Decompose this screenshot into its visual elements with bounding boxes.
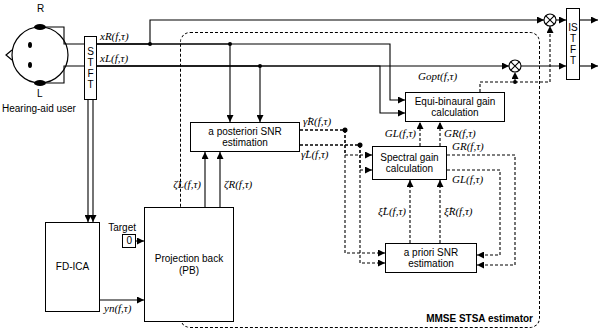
signal-connector	[100, 299, 144, 300]
signal-connector	[439, 180, 440, 243]
multiplier-cross	[546, 16, 554, 24]
node-text: STFT	[86, 46, 96, 90]
multipliers	[509, 14, 556, 72]
node-text: Projection back (PB)	[148, 253, 230, 276]
region-title: MMSE STSA estimator	[426, 313, 533, 325]
node-text: Spectral gain calculation	[376, 152, 443, 175]
signal-connector	[97, 44, 230, 122]
head-illustration	[6, 24, 68, 86]
multiplier-symbol	[544, 14, 556, 26]
signal-label: xL(f,τ)	[100, 52, 128, 64]
node-text: Target	[108, 222, 136, 234]
signal-label: GL(f,τ)	[385, 127, 416, 139]
signal-connector	[300, 145, 372, 170]
signal-label: GR(f,τ)	[444, 127, 476, 139]
process-box: a priori SNR estimation	[385, 243, 477, 273]
target-index-box: Target0	[104, 222, 136, 248]
istft-box: ISTFT	[566, 8, 580, 80]
junction-dot	[513, 80, 517, 84]
output-wire	[580, 65, 598, 66]
signal-label: ξ̂R(f,τ)	[444, 205, 473, 217]
process-box: Equi-binaural gain calculation	[405, 92, 505, 122]
signal-label: ξ̂L(f,τ)	[378, 205, 406, 217]
right-ear-aid	[34, 24, 46, 30]
signal-label: γ̂L(f,τ)	[301, 148, 329, 160]
nose	[6, 50, 12, 60]
part-label: L	[37, 88, 43, 100]
part-label: Hearing-aid user	[2, 103, 76, 115]
signal-label: GR(f,τ)	[452, 140, 484, 152]
signal-connector	[219, 152, 220, 207]
signal-connector	[439, 122, 440, 146]
signal-label: ζR(f,τ)	[224, 178, 252, 190]
wire	[46, 66, 84, 83]
wire	[521, 65, 566, 66]
eye	[28, 62, 32, 68]
signal-connector	[92, 100, 93, 222]
stft-box: STFT	[84, 36, 97, 100]
process-box: Spectral gain calculation	[372, 146, 447, 180]
node-text: FD-ICA	[56, 261, 89, 273]
process-box: FD-ICA	[45, 222, 100, 312]
left-ear-aid	[34, 80, 46, 86]
signal-connector	[136, 240, 144, 241]
node-text: Equi-binaural gain calculation	[409, 96, 501, 119]
wire	[556, 19, 566, 20]
node-text: ISTFT	[568, 22, 578, 66]
output-wire	[580, 19, 598, 20]
signal-connector	[419, 122, 420, 146]
signal-wires	[46, 20, 598, 92]
signal-label: γ̂R(f,τ)	[303, 115, 331, 127]
signal-label: Gopt(f,τ)	[418, 70, 457, 82]
signal-label: ζL(f,τ)	[173, 178, 201, 190]
signal-connector	[97, 66, 260, 122]
process-box: a posteriori SNR estimation	[190, 122, 300, 152]
eye	[28, 42, 32, 48]
signal-label: xR(f,τ)	[100, 30, 129, 42]
wire	[46, 27, 84, 44]
process-box: Projection back (PB)	[144, 207, 234, 322]
signal-label: yn(f,τ)	[104, 302, 131, 314]
head-outline	[12, 27, 68, 83]
multiplier-symbol	[509, 60, 521, 72]
node-text: 0	[122, 234, 136, 248]
signal-connector	[409, 180, 410, 243]
part-label: R	[37, 3, 44, 15]
signal-connector	[87, 100, 88, 222]
node-text: a priori SNR estimation	[389, 247, 473, 270]
signal-label: GL(f,τ)	[452, 173, 483, 185]
signal-connector	[204, 152, 205, 207]
multiplier-cross	[511, 62, 519, 70]
signal-connector	[97, 44, 405, 100]
signal-connector	[97, 66, 405, 113]
node-text: a posteriori SNR estimation	[194, 126, 296, 149]
